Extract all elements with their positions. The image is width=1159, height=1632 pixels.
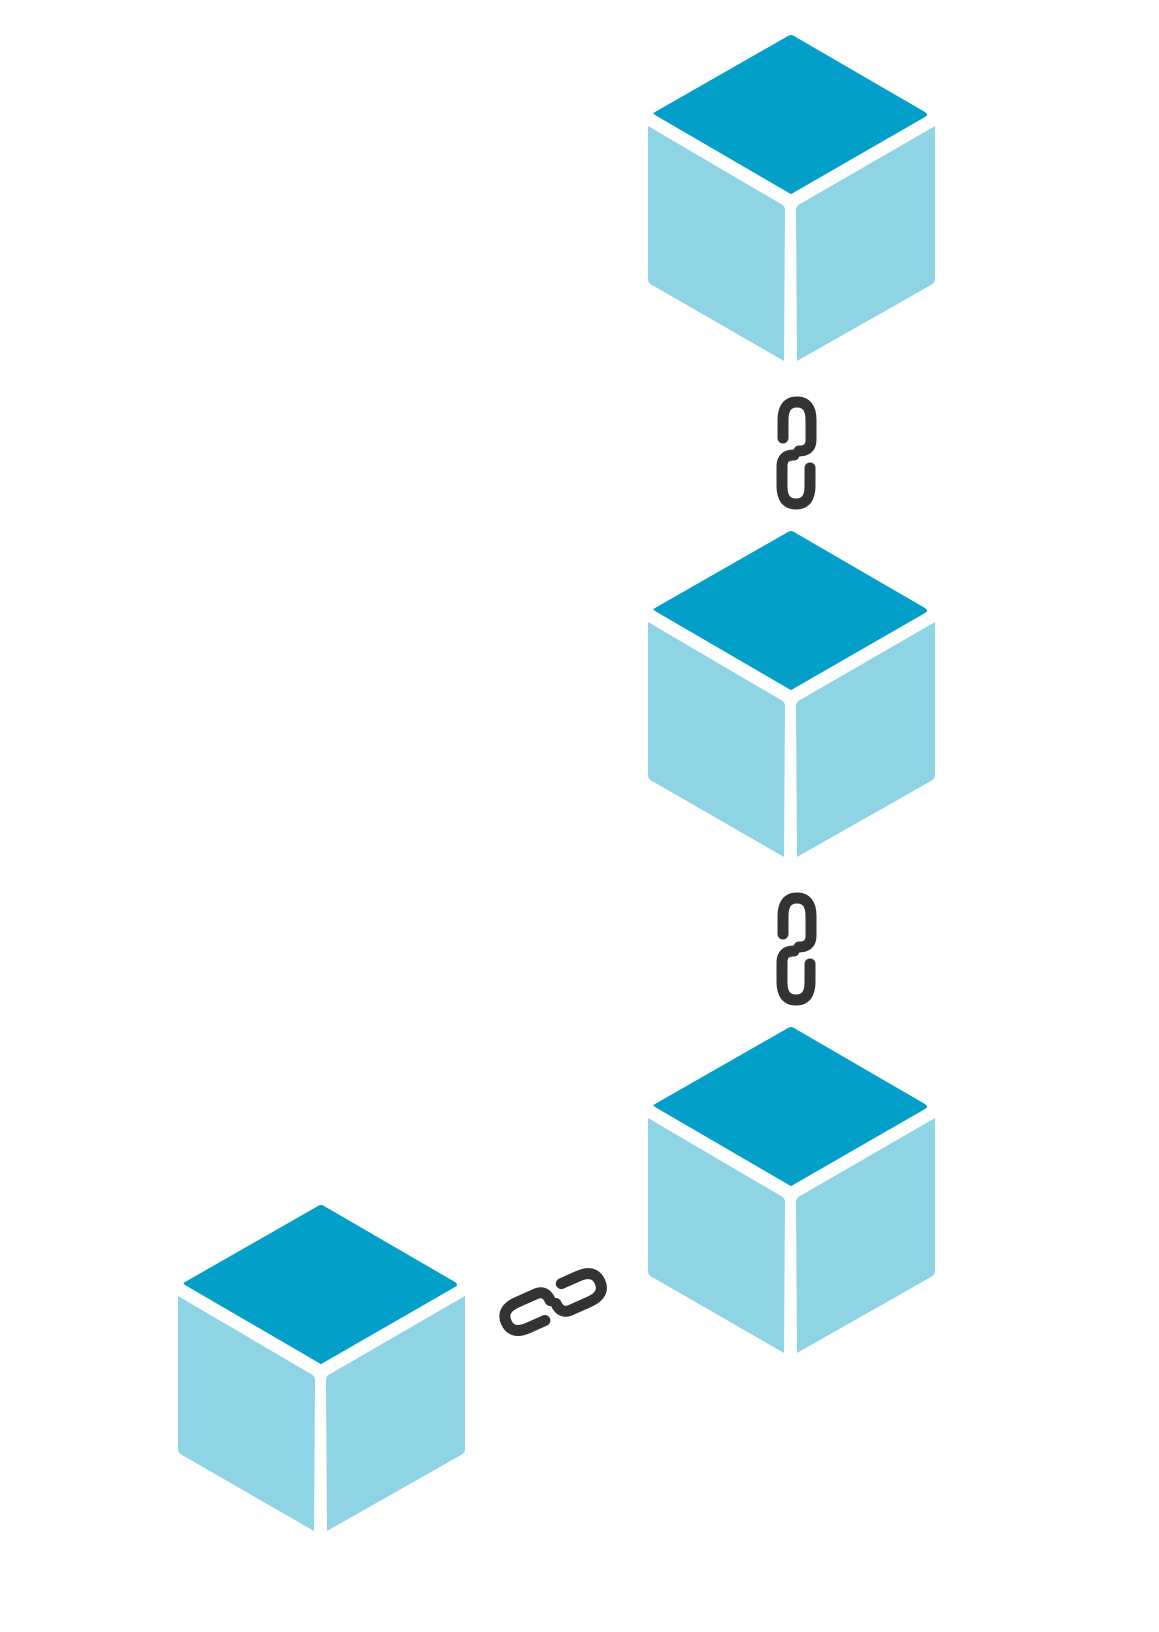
- block-1-cube-icon: [648, 35, 935, 361]
- cube-left-face: [648, 1118, 785, 1353]
- block-3-cube-icon: [648, 1027, 935, 1353]
- cube-right-face: [326, 1296, 465, 1531]
- cube-left-face: [648, 126, 785, 361]
- cube-top-face: [653, 1027, 927, 1186]
- cube-top-face: [653, 531, 927, 690]
- link-2-3-chain-link-icon: [776, 892, 817, 1006]
- chain-link-upper: [550, 1268, 607, 1317]
- chain-link-upper: [777, 396, 817, 457]
- cube-right-face: [796, 126, 935, 361]
- link-1-2-chain-link-icon: [776, 396, 817, 510]
- chain-link-lower: [499, 1287, 556, 1336]
- cube-top-face: [183, 1205, 457, 1364]
- cube-left-face: [178, 1296, 315, 1531]
- chain-link-lower: [776, 945, 816, 1006]
- link-3-4-chain-link-icon: [499, 1268, 607, 1336]
- cube-right-face: [796, 1118, 935, 1353]
- cube-top-face: [653, 35, 927, 194]
- cube-right-face: [796, 622, 935, 857]
- block-2-cube-icon: [648, 531, 935, 857]
- block-4-cube-icon: [178, 1205, 465, 1531]
- chain-link-lower: [776, 449, 816, 510]
- cube-left-face: [648, 622, 785, 857]
- chain-link-upper: [777, 892, 817, 953]
